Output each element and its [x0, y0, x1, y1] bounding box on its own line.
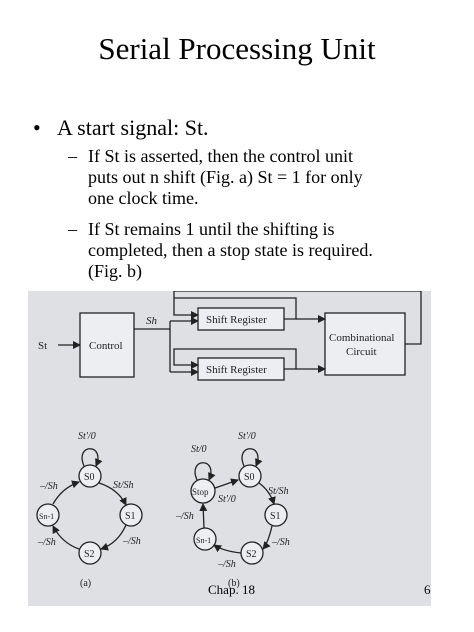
edge-a-s2-sn1 — [52, 525, 80, 550]
label-a-s0: S0 — [84, 472, 95, 483]
label-b-stop-loop: St/0 — [191, 444, 207, 455]
state-b-labels: St/0 St'/0 Stop St'/0 S0 S1 S2 Sn-1 St/S… — [175, 431, 290, 589]
subpoint-1-line-1: If St is asserted, then the control unit — [88, 146, 353, 166]
label-a-e3: –/Sh — [37, 537, 56, 548]
state-b-s1 — [264, 503, 288, 527]
loop-a-s0 — [81, 448, 103, 467]
state-a-sn1 — [36, 503, 60, 527]
label-a-e1: St/Sh — [113, 480, 134, 491]
label-b-s1: S1 — [270, 511, 281, 522]
label-a-loop: St'/0 — [78, 431, 96, 442]
edge-a-s1-s2 — [100, 524, 127, 551]
control-box — [79, 312, 135, 378]
shift-register-bottom-label: Shift Register — [206, 364, 267, 376]
label-b-e3: –/Sh — [217, 559, 236, 570]
subpoint-dash: – — [68, 219, 77, 239]
subpoint-dash: – — [68, 146, 77, 166]
figure-svg: St Control Sh Shift Register Shift Regis… — [36, 291, 422, 589]
label-b-e2: –/Sh — [271, 537, 290, 548]
state-b-stop — [190, 478, 216, 504]
block-labels: St Control Sh Shift Register Shift Regis… — [38, 314, 394, 376]
label-b-stop: Stop — [192, 487, 209, 497]
edge-a-s0-s1 — [98, 482, 127, 506]
label-a-e4: –/Sh — [39, 481, 58, 492]
caption-b: (b) — [228, 578, 240, 589]
label-b-stop-s0: St'/0 — [218, 494, 236, 505]
subpoint-2-line-1: If St remains 1 until the shifting is — [88, 219, 335, 239]
bullet-text: A start signal: St. — [57, 115, 209, 140]
state-b-s0 — [238, 464, 262, 488]
comb-feedback — [174, 291, 422, 345]
label-a-s1: S1 — [125, 511, 136, 522]
loop-b-s0 — [241, 448, 263, 467]
sh-label: Sh — [146, 315, 158, 327]
st-label: St — [38, 340, 47, 352]
comb-label-1: Combinational — [329, 332, 394, 344]
footer-chapter: Chap. 18 — [208, 582, 255, 597]
edge-b-sn1-stop — [199, 503, 208, 529]
label-a-sn1: Sn-1 — [39, 512, 54, 521]
label-a-e2: –/Sh — [122, 536, 141, 547]
footer-page-number: 6 — [424, 582, 431, 597]
comb-label-2: Circuit — [346, 346, 377, 358]
combinational-box — [324, 312, 406, 376]
state-a-s1 — [119, 503, 143, 527]
bullet-point: • A start signal: St. — [33, 115, 209, 141]
feedback-bottom — [173, 348, 297, 370]
state-a-labels: St'/0 S0 S1 S2 Sn-1 St/Sh –/Sh –/Sh –/Sh… — [37, 431, 141, 589]
figure-panel: St Control Sh Shift Register Shift Regis… — [28, 291, 431, 606]
caption-a: (a) — [80, 578, 91, 589]
edge-b-s0-s1 — [258, 482, 276, 505]
page-title: Serial Processing Unit — [98, 31, 376, 66]
control-label: Control — [89, 340, 123, 352]
state-a-s2 — [78, 541, 102, 565]
edge-a-sn1-s0 — [52, 480, 80, 505]
state-diagram-b — [190, 448, 288, 565]
label-b-s2: S2 — [246, 549, 257, 560]
subpoint-1-line-3: one clock time. — [88, 188, 199, 208]
edge-b-s2-sn1 — [213, 544, 242, 554]
edge-b-stop-s0 — [214, 478, 239, 489]
shift-register-top-label: Shift Register — [206, 314, 267, 326]
subpoint-1-line-2: puts out n shift (Fig. a) St = 1 for onl… — [88, 167, 363, 187]
label-b-e4: –/Sh — [175, 511, 194, 522]
label-b-sn1: Sn-1 — [196, 536, 211, 545]
label-a-s2: S2 — [84, 549, 95, 560]
state-diagram-a — [36, 448, 143, 565]
subpoint-2-line-2: completed, then a stop state is required… — [88, 240, 373, 260]
state-a-s0 — [78, 464, 102, 488]
label-b-e1: St/Sh — [268, 486, 289, 497]
state-b-sn1 — [193, 527, 217, 551]
block-diagram — [58, 291, 422, 381]
edge-b-s1-s2 — [262, 525, 273, 550]
feedback-top — [173, 297, 297, 320]
label-b-s0-loop: St'/0 — [238, 431, 256, 442]
bullet-symbol: • — [33, 115, 41, 140]
label-b-s0: S0 — [244, 472, 255, 483]
loop-b-stop — [194, 462, 216, 481]
subpoint-2-line-3: (Fig. b) — [88, 261, 142, 281]
